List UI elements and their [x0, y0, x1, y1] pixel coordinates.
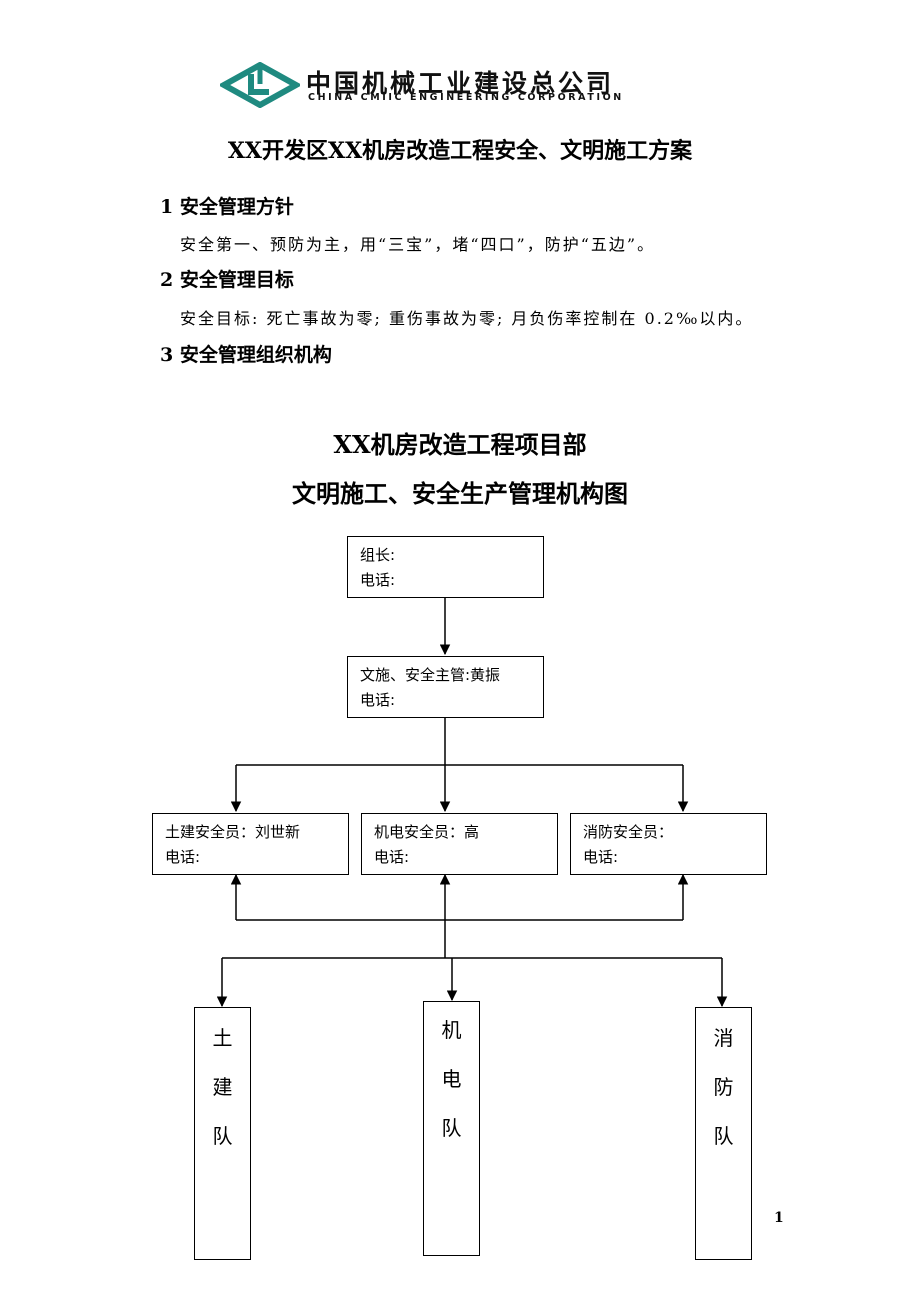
section-heading-organization: 3 安全管理组织机构	[160, 344, 332, 366]
leader-phone: 电话:	[360, 571, 396, 589]
logo-name-en: CHINA CMIIC ENGINEERING CORPORATION	[308, 92, 624, 103]
section-heading-goal: 2 安全管理目标	[160, 269, 294, 291]
logo-name-cn: 中国机械工业建设总公司	[306, 69, 615, 98]
org-box-mep-team: 机 电 队	[423, 1001, 480, 1256]
page-number: 1	[774, 1210, 784, 1226]
leader-title: 组长:	[360, 546, 396, 564]
section-body-policy: 安全第一、预防为主，用“三宝”，堵“四口”，防护“五边”。	[180, 235, 656, 254]
fire-officer-title: 消防安全员：	[583, 823, 674, 841]
fire-officer-phone: 电话:	[583, 848, 619, 866]
document-title: XX开发区XX机房改造工程安全、文明施工方案	[227, 138, 693, 164]
civil-officer-phone: 电话:	[165, 848, 201, 866]
org-box-manager: 文施、安全主管:黄振 电话:	[347, 656, 544, 718]
org-box-mep-officer: 机电安全员：高 电话:	[361, 813, 558, 875]
org-box-civil-team: 土 建 队	[194, 1007, 251, 1260]
section-heading-policy: 1 安全管理方针	[160, 196, 294, 218]
org-box-civil-officer: 土建安全员：刘世新 电话:	[152, 813, 349, 875]
team-char: 队	[212, 1124, 233, 1148]
team-char: 电	[441, 1067, 462, 1091]
org-chart-title-line2: 文明施工、安全生产管理机构图	[292, 479, 628, 508]
manager-phone: 电话:	[360, 691, 396, 709]
team-char: 队	[713, 1124, 734, 1148]
org-box-fire-officer: 消防安全员： 电话:	[570, 813, 767, 875]
org-box-fire-team: 消 防 队	[695, 1007, 752, 1260]
mep-officer-title: 机电安全员：高	[374, 823, 480, 841]
org-chart-title-line1: XX机房改造工程项目部	[333, 430, 587, 459]
team-char: 建	[212, 1075, 233, 1099]
manager-title: 文施、安全主管:黄振	[360, 666, 501, 684]
civil-officer-title: 土建安全员：刘世新	[165, 823, 301, 841]
company-logo: 中国机械工业建设总公司 CHINA CMIIC ENGINEERING CORP…	[220, 62, 680, 108]
team-char: 土	[212, 1026, 233, 1050]
team-char: 防	[713, 1075, 734, 1099]
team-char: 队	[441, 1116, 462, 1140]
org-box-leader: 组长: 电话:	[347, 536, 544, 598]
company-emblem-icon	[220, 62, 300, 108]
team-char: 消	[713, 1026, 734, 1050]
mep-officer-phone: 电话:	[374, 848, 410, 866]
section-body-goal: 安全目标: 死亡事故为零; 重伤事故为零; 月负伤率控制在 0.2‰以内。	[180, 309, 754, 328]
team-char: 机	[441, 1018, 462, 1042]
